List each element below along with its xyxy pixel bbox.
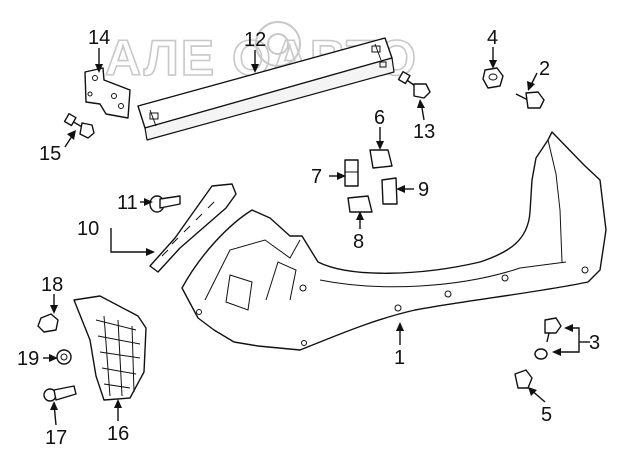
callout-9: 9 [418, 179, 429, 201]
callout-12: 12 [244, 29, 266, 51]
part-6-clip [369, 149, 393, 169]
callout-13: 13 [413, 121, 435, 143]
callout-15: 15 [39, 143, 61, 165]
watermark-emblem-icon [255, 21, 301, 67]
part-3-screw-washer [534, 317, 562, 360]
leader-arrowheads [49, 60, 573, 410]
part-19-nut [56, 349, 72, 365]
part-17-clip [43, 385, 77, 402]
part-16-side-bracket [73, 295, 147, 401]
callout-16: 16 [107, 423, 129, 445]
part-12-reinforcement-bar [137, 37, 395, 141]
callout-14: 14 [88, 27, 110, 49]
part-10-retainer [149, 183, 237, 273]
part-8-clip [347, 195, 373, 213]
callout-11: 11 [117, 192, 138, 214]
callout-18: 18 [41, 274, 63, 296]
part-1-bumper-cover [181, 131, 607, 351]
part-9-clip [381, 177, 398, 205]
part-13-bolt [397, 70, 431, 99]
part-15-bolt [63, 112, 95, 139]
part-7-clip [344, 159, 359, 187]
callout-2: 2 [539, 58, 550, 80]
part-5-screw [514, 369, 533, 389]
callout-6: 6 [374, 107, 385, 129]
part-14-bracket [84, 67, 131, 119]
callout-4: 4 [487, 27, 498, 49]
callout-5: 5 [541, 404, 552, 426]
callout-3: 3 [589, 332, 600, 354]
part-18-clip [37, 313, 59, 333]
callout-19: 19 [17, 348, 39, 370]
part-2-bolt [515, 91, 545, 109]
callout-1: 1 [394, 347, 405, 369]
callout-10: 10 [77, 218, 99, 240]
callout-17: 17 [45, 427, 67, 449]
part-4-nut [482, 67, 504, 89]
part-11-bolt [149, 195, 181, 213]
callout-8: 8 [353, 231, 364, 253]
callout-7: 7 [311, 166, 322, 188]
